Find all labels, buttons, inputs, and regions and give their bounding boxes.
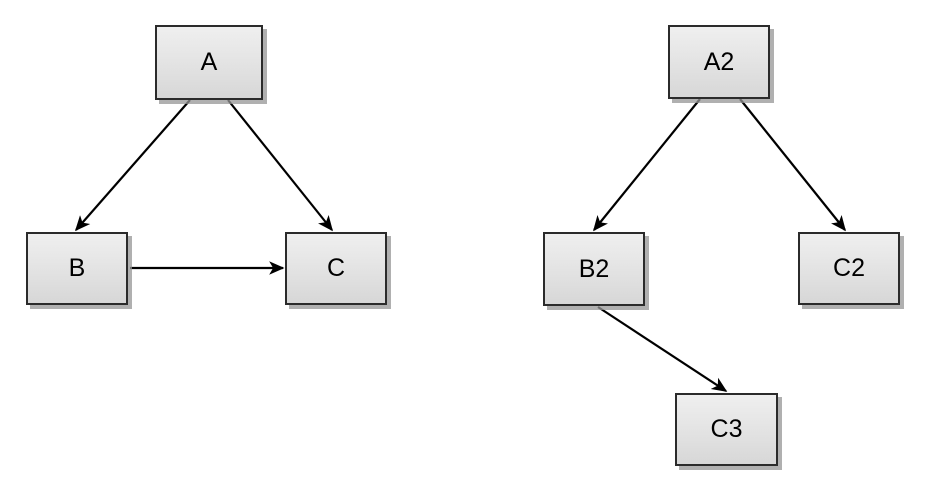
node-b[interactable]: B <box>26 232 128 305</box>
edge-a2-to-c2 <box>739 98 846 232</box>
node-label-c: C <box>326 254 346 282</box>
node-label-c3: C3 <box>710 415 743 443</box>
node-label-a2: A2 <box>703 47 735 76</box>
node-label-b: B <box>68 254 86 282</box>
node-label-c2: C2 <box>833 254 865 282</box>
edge-b2-to-c3 <box>597 306 728 392</box>
edge-a-to-b <box>74 99 191 232</box>
edges-group <box>74 98 846 392</box>
node-c3[interactable]: C3 <box>675 393 778 466</box>
node-b2[interactable]: B2 <box>543 232 645 306</box>
node-c[interactable]: C <box>285 232 387 305</box>
edge-a2-to-b2 <box>593 98 701 232</box>
node-a2[interactable]: A2 <box>668 25 770 99</box>
node-a[interactable]: A <box>155 25 263 100</box>
node-c2[interactable]: C2 <box>798 232 900 305</box>
edge-a-to-c <box>227 99 333 232</box>
node-label-b2: B2 <box>578 254 610 283</box>
node-label-a: A <box>200 48 218 76</box>
